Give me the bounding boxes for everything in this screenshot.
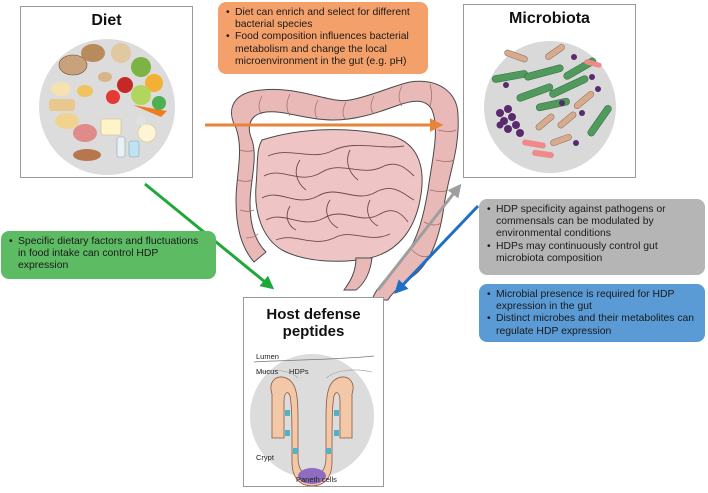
callout-bullet: Food composition influences bacterial me… <box>226 31 420 68</box>
crypt-illustration: Lumen Mucus HDPs Crypt Paneth cells <box>250 352 375 486</box>
hdp-panel: Host defense peptides Lumen Mucus HDPs C… <box>243 297 384 487</box>
microbiota-to-hdp-arrow <box>394 204 480 294</box>
mucus-label: Mucus <box>256 367 278 376</box>
callout-bullet: Diet can enrich and select for different… <box>226 7 420 31</box>
bacteria-cocci <box>496 54 601 146</box>
small-intestine <box>255 129 423 262</box>
hdps-label: HDPs <box>289 367 309 376</box>
callout-bullet: Specific dietary factors and fluctuation… <box>9 236 208 273</box>
microbiota-title: Microbiota <box>509 10 590 27</box>
lumen-label: Lumen <box>256 352 279 361</box>
callout-bullet: Distinct microbes and their metabolites … <box>487 313 697 337</box>
rectum <box>343 257 373 291</box>
intestine-illustration <box>231 80 459 301</box>
callout-bullet: HDPs may continuously control gut microb… <box>487 241 697 265</box>
paneth-cells-label: Paneth cells <box>296 475 337 484</box>
microbiota-hdp-callout: Microbial presence is required for HDP e… <box>479 284 705 342</box>
hdp-title-line2: peptides <box>282 323 345 340</box>
bacteria-rods-pink <box>522 59 602 159</box>
hdp-microbiota-callout: HDP specificity against pathogens or com… <box>479 199 705 275</box>
food-items <box>49 43 167 161</box>
bacteria-rods-tan <box>504 44 595 146</box>
callout-bullet: Microbial presence is required for HDP e… <box>487 289 697 313</box>
crypt-wall <box>270 376 354 486</box>
diet-panel: Diet <box>20 6 193 178</box>
diet-plate <box>39 39 175 175</box>
callout-bullet: HDP specificity against pathogens or com… <box>487 204 697 241</box>
colon-shape <box>231 80 459 301</box>
diet-hdp-callout: Specific dietary factors and fluctuation… <box>1 231 216 279</box>
diet-microbiota-callout: Diet can enrich and select for different… <box>218 2 428 74</box>
crypt-label: Crypt <box>256 453 275 462</box>
hdp-title-line1: Host defense <box>266 306 361 323</box>
diet-title: Diet <box>91 12 122 29</box>
paneth-cells <box>298 468 326 484</box>
microbiota-panel: Microbiota <box>463 4 636 178</box>
hdp-to-microbiota-arrow <box>376 183 462 291</box>
microbiota-dish <box>484 41 616 173</box>
